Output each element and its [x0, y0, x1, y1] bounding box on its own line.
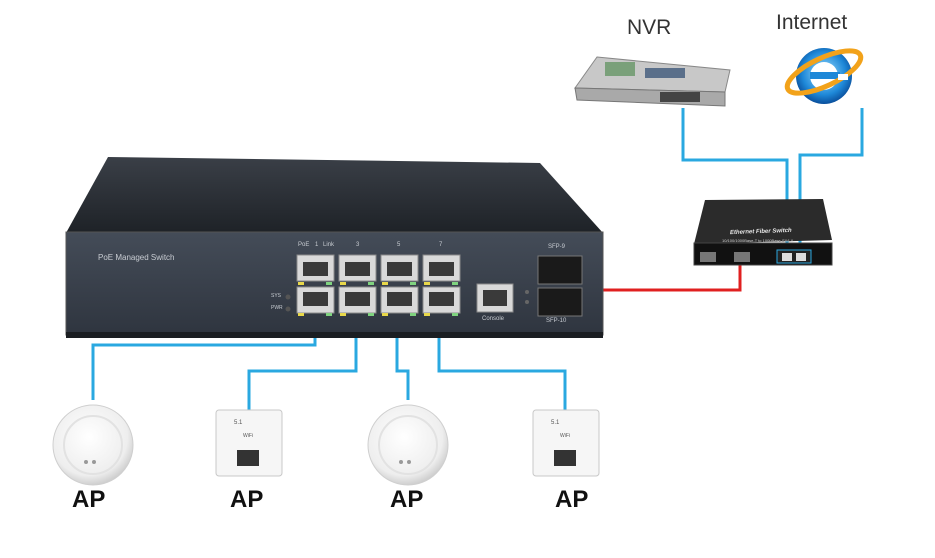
wall-ap2-line2: WiFi — [560, 433, 570, 439]
switch-bottom-edge — [66, 332, 603, 338]
sfp9-label: SFP-9 — [548, 244, 566, 250]
cable-ap2 — [247, 310, 358, 410]
ap-label-1: AP — [72, 486, 106, 513]
pwr-label: PWR — [271, 305, 283, 311]
switch-model-label: PoE Managed Switch — [98, 253, 175, 262]
switch-top — [66, 157, 603, 233]
wall-ap2-line1: 5.1 — [551, 420, 560, 426]
port-header-7: 7 — [439, 242, 443, 248]
internet-label: Internet — [776, 11, 848, 34]
cable-ap3 — [395, 310, 410, 400]
port-header-1: 1 — [315, 242, 319, 248]
port-header-5: 5 — [397, 242, 401, 248]
ap-label-4: AP — [555, 486, 589, 513]
wall-ap-1 — [215, 409, 283, 477]
port-leds — [298, 282, 430, 316]
sfp-10-port — [537, 287, 583, 317]
internet-explorer-icon — [784, 48, 864, 104]
nvr-label: NVR — [627, 16, 672, 39]
sfp10-label: SFP-10 — [546, 318, 567, 324]
sfp-9-port — [537, 255, 583, 285]
cable-ap4 — [437, 310, 567, 410]
ethernet-fiber-switch — [693, 199, 833, 266]
ap-label-3: AP — [390, 486, 424, 513]
poe-managed-switch — [65, 157, 604, 338]
ceiling-ap-1 — [52, 404, 134, 486]
wall-ap-2 — [532, 409, 600, 477]
ceiling-ap-2 — [367, 404, 449, 486]
wall-ap1-line2: WiFi — [243, 433, 253, 439]
console-label: Console — [482, 316, 505, 322]
port-holes — [303, 262, 454, 306]
fiber-switch-subtitle: 10/100/1000Base-T to 1000Base-SX/LX — [722, 238, 794, 243]
sys-label: SYS — [271, 293, 282, 299]
blue-cables — [91, 108, 864, 410]
fiber-cable — [580, 255, 742, 292]
nvr-device — [574, 56, 731, 107]
wall-ap1-line1: 5.1 — [234, 420, 243, 426]
ap-label-2: AP — [230, 486, 264, 513]
switch-front — [65, 231, 604, 336]
port-header-link: Link — [323, 242, 335, 248]
port-header-3: 3 — [356, 242, 360, 248]
port-header-poe: PoE — [298, 242, 310, 248]
